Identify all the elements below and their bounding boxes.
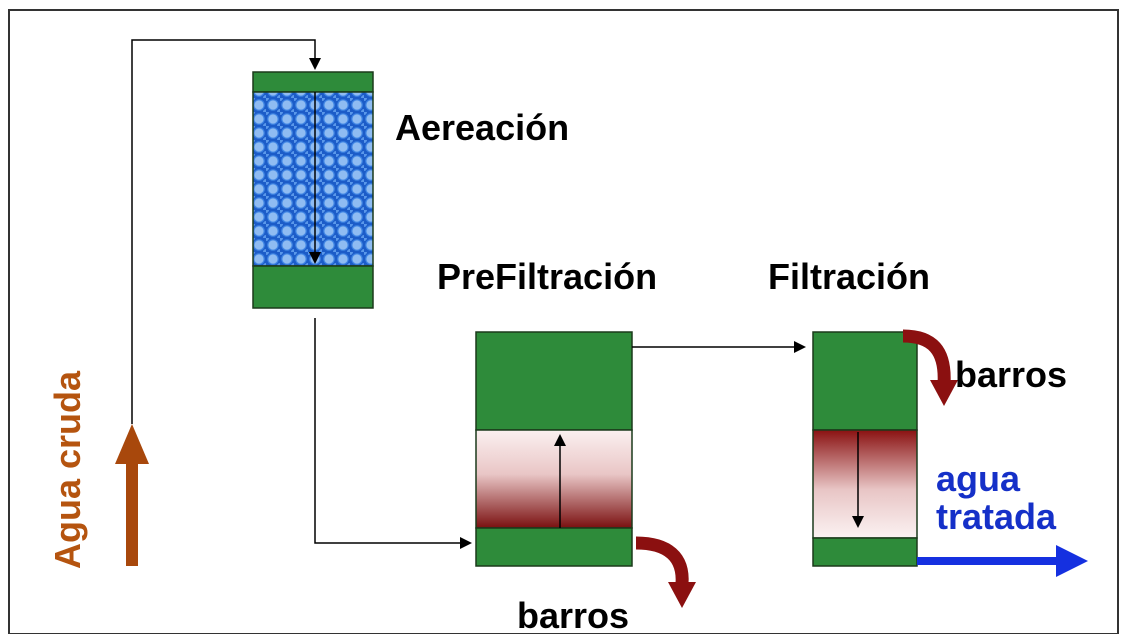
raw-water-label: Agua cruda: [47, 370, 88, 570]
inlet-flow-line: [131, 39, 321, 424]
treated-water-label: agua tratada: [936, 460, 1056, 536]
aeration-bottom-cap: [252, 265, 374, 309]
treated-water-arrow: [917, 545, 1088, 577]
sludge-arrow-filter: [902, 329, 958, 406]
filtration-tank: [812, 331, 918, 567]
aeration-to-prefilter-line: [314, 318, 472, 549]
prefiltration-label: PreFiltración: [437, 256, 658, 297]
aeration-column: [252, 71, 374, 309]
sludge-label-prefilter: barros: [517, 595, 630, 636]
prefilter-media: [475, 429, 633, 529]
aeration-label: Aereación: [395, 107, 570, 148]
treated-water-label-line2: tratada: [936, 496, 1057, 537]
sludge-label-filter: barros: [955, 354, 1068, 395]
filter-bottom: [812, 537, 918, 567]
prefilter-top: [475, 331, 633, 431]
prefiltration-tank: [475, 331, 633, 567]
filter-media: [812, 429, 918, 539]
treated-water-label-line1: agua: [936, 458, 1021, 499]
aeration-top-cap: [252, 71, 374, 93]
prefilter-bottom: [475, 527, 633, 567]
raw-water-arrow: [115, 424, 149, 566]
sludge-arrow-prefilter: [635, 536, 696, 608]
aeration-media: [252, 91, 374, 267]
filter-top: [812, 331, 918, 431]
filtration-label: Filtración: [768, 256, 931, 297]
